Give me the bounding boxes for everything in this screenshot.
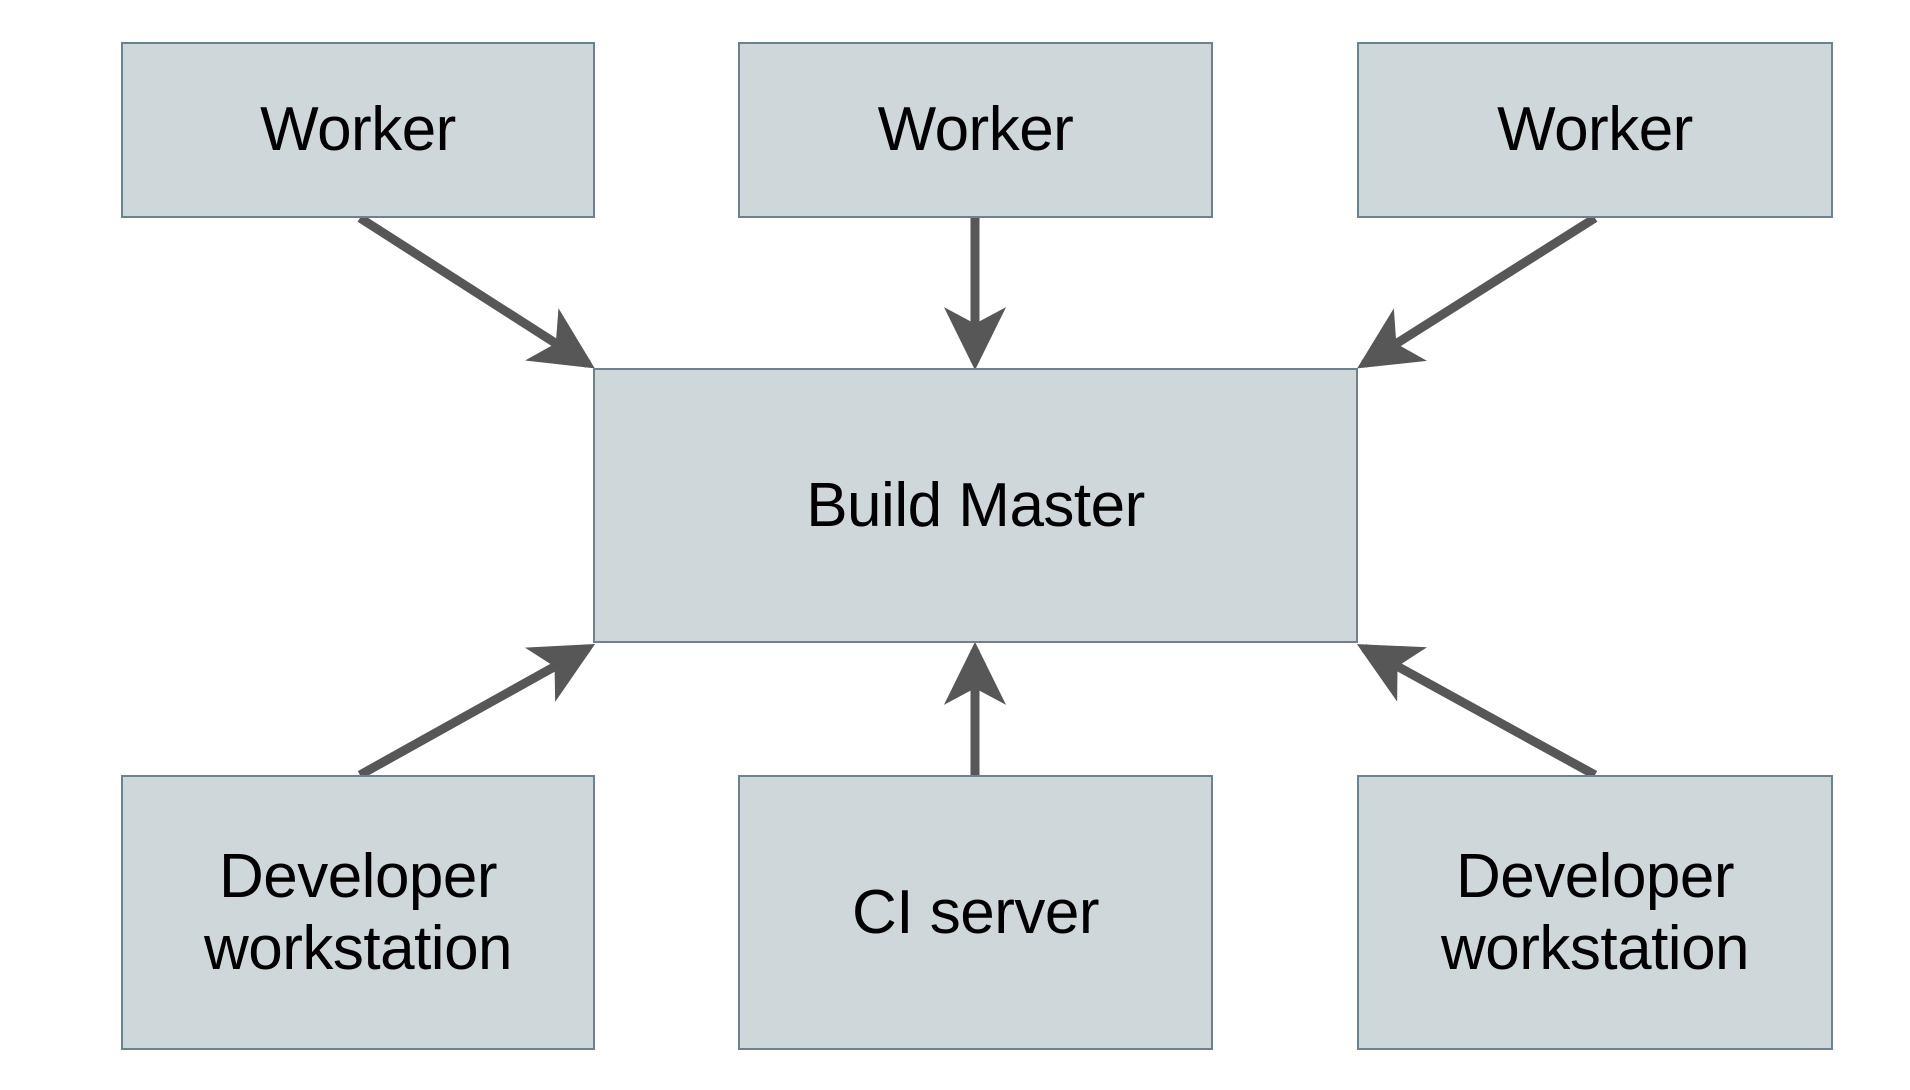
edge-worker-3-to-build-master bbox=[1357, 214, 1598, 369]
node-build-master[interactable]: Build Master bbox=[593, 368, 1358, 643]
node-dev-workstation-left-label: Developer workstation bbox=[203, 842, 513, 983]
edge-worker-1-to-build-master bbox=[357, 214, 595, 369]
edge-dev-workstation-left-to-build-master bbox=[357, 644, 596, 779]
node-dev-workstation-right[interactable]: Developer workstation bbox=[1357, 775, 1833, 1050]
node-dev-workstation-right-label: Developer workstation bbox=[1440, 842, 1750, 983]
node-worker-3[interactable]: Worker bbox=[1357, 42, 1833, 218]
node-worker-2[interactable]: Worker bbox=[738, 42, 1213, 218]
node-dev-workstation-left[interactable]: Developer workstation bbox=[121, 775, 595, 1050]
node-ci-server-label: CI server bbox=[852, 877, 1099, 947]
node-ci-server[interactable]: CI server bbox=[738, 775, 1213, 1050]
node-worker-1[interactable]: Worker bbox=[121, 42, 595, 218]
node-worker-1-label: Worker bbox=[260, 95, 456, 165]
node-worker-3-label: Worker bbox=[1497, 95, 1693, 165]
edge-dev-workstation-right-to-build-master bbox=[1356, 644, 1598, 779]
node-build-master-label: Build Master bbox=[806, 470, 1145, 540]
node-worker-2-label: Worker bbox=[877, 95, 1074, 165]
